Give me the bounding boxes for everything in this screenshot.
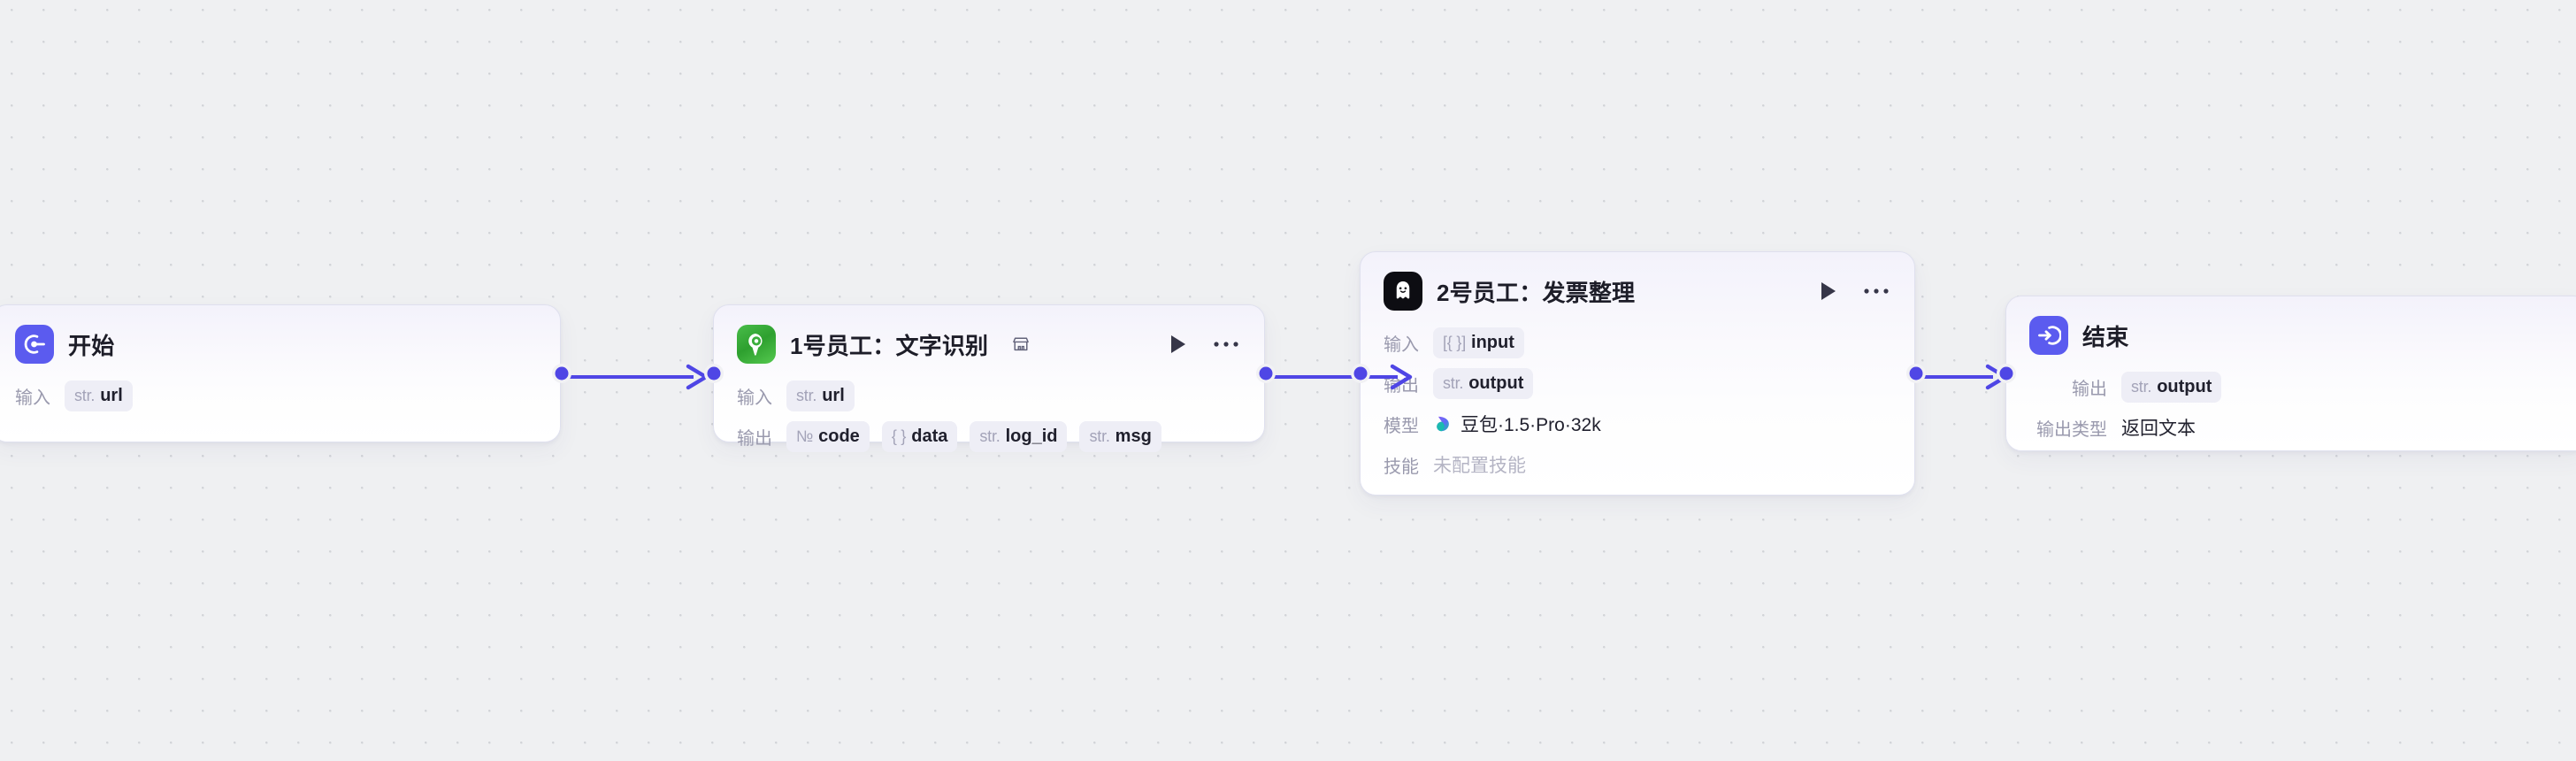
- row-output: 输出 № code { } data str. log_id: [737, 420, 1241, 452]
- pill-name: data: [911, 426, 948, 446]
- row-label: 输入: [737, 388, 772, 408]
- end-login-icon: [2029, 316, 2068, 355]
- row-output: 输出 str. output: [1384, 367, 1891, 399]
- node-body: 输出 str. output 输出类型 返回文本: [2029, 371, 2565, 443]
- row-skill: 技能 未配置技能: [1384, 449, 1891, 480]
- row-label: 输入: [15, 388, 50, 408]
- node-actions: [1817, 280, 1891, 303]
- edge-start-to-ocr: [564, 364, 709, 390]
- row-input: 输入 str. url: [737, 380, 1241, 411]
- pill-type: str.: [1089, 427, 1110, 445]
- node-ocr[interactable]: 1号员工：文字识别: [707, 304, 1273, 452]
- pill-name: url: [100, 385, 123, 405]
- pill-type: str.: [74, 386, 96, 404]
- node-header: 1号员工：文字识别: [737, 325, 1241, 364]
- input-port-ocr[interactable]: [707, 366, 721, 380]
- plugin-store-icon: [1011, 334, 1031, 354]
- skill-value[interactable]: 未配置技能: [1433, 456, 1526, 476]
- row-output: 输出 str. output: [2029, 371, 2565, 403]
- input-port-end[interactable]: [1999, 366, 2013, 380]
- row-label: 技能: [1384, 457, 1419, 477]
- node-start[interactable]: 开始 输入 str. url: [0, 304, 569, 442]
- pill-name: msg: [1115, 426, 1152, 446]
- row-label: 输出类型: [2036, 419, 2107, 440]
- pill-group: str. url: [65, 380, 133, 411]
- node-header: 结束: [2029, 316, 2565, 355]
- node-body: 输入 str. url: [15, 380, 537, 411]
- row-label: 输出: [1384, 375, 1419, 396]
- node-title: 开始: [68, 332, 115, 359]
- pill-type: str.: [796, 386, 817, 404]
- node-invoice[interactable]: 2号员工：发票整理 输入: [1353, 251, 1923, 496]
- variable-pill[interactable]: [{ }] input: [1433, 327, 1524, 358]
- pill-group: № code { } data str. log_id str. msg: [786, 420, 1162, 452]
- input-port-invoice[interactable]: [1353, 366, 1368, 380]
- pill-type: str.: [2131, 377, 2152, 396]
- row-label: 输出: [737, 428, 772, 449]
- pill-name: input: [1471, 332, 1514, 352]
- ghost-bot-icon: [1384, 272, 1422, 311]
- output-port-start[interactable]: [555, 366, 569, 380]
- output-port-ocr[interactable]: [1259, 366, 1273, 380]
- row-label: 模型: [1384, 416, 1419, 436]
- run-button[interactable]: [1167, 333, 1190, 356]
- variable-pill[interactable]: № code: [786, 420, 870, 452]
- model-name: 豆包·1.5·Pro·32k: [1460, 415, 1601, 435]
- pill-type: { }: [891, 427, 907, 445]
- node-actions: [1167, 333, 1241, 356]
- pill-type: [{ }]: [1443, 333, 1467, 351]
- pill-group: str. output: [2121, 371, 2222, 403]
- run-button[interactable]: [1817, 280, 1840, 303]
- pill-name: output: [1468, 373, 1524, 393]
- row-input: 输入 [{ }] input: [1384, 327, 1891, 358]
- pill-type: №: [796, 427, 814, 445]
- node-header: 开始: [15, 325, 537, 364]
- variable-pill[interactable]: { } data: [881, 420, 958, 452]
- pill-type: str.: [1443, 373, 1464, 392]
- model-value[interactable]: 豆包·1.5·Pro·32k: [1433, 411, 1601, 437]
- node-title: 结束: [2082, 323, 2129, 350]
- output-type-value[interactable]: 返回文本: [2121, 419, 2196, 439]
- pill-name: url: [822, 385, 845, 405]
- more-options-button[interactable]: [1863, 280, 1890, 303]
- doubao-model-icon: [1433, 414, 1453, 434]
- pill-name: output: [2157, 376, 2212, 396]
- node-title: 2号员工：发票整理: [1437, 279, 1636, 306]
- variable-pill[interactable]: str. url: [786, 380, 855, 411]
- start-logout-icon: [15, 325, 54, 364]
- variable-pill[interactable]: str. msg: [1079, 420, 1162, 452]
- pill-group: str. output: [1433, 367, 1534, 399]
- pill-group: [{ }] input: [1433, 327, 1524, 358]
- node-body: 输入 str. url 输出 № code { }: [737, 380, 1241, 452]
- row-label: 输入: [1384, 334, 1419, 355]
- variable-pill[interactable]: str. output: [2121, 371, 2222, 403]
- pill-group: str. url: [786, 380, 855, 411]
- row-model: 模型: [1384, 408, 1891, 440]
- output-port-invoice[interactable]: [1909, 366, 1923, 380]
- row-output-type: 输出类型 返回文本: [2029, 411, 2565, 443]
- node-title: 1号员工：文字识别: [790, 332, 989, 359]
- variable-pill[interactable]: str. log_id: [970, 420, 1068, 452]
- pill-name: log_id: [1005, 426, 1058, 446]
- location-pin-icon: [737, 325, 776, 364]
- row-label: 输出: [2072, 379, 2107, 399]
- node-header: 2号员工：发票整理: [1384, 272, 1891, 311]
- node-end[interactable]: 结束 输出 str. output 输出类型 返回文本: [1999, 296, 2576, 451]
- row-input: 输入 str. url: [15, 380, 537, 411]
- variable-pill[interactable]: str. url: [65, 380, 133, 411]
- node-body: 输入 [{ }] input 输出 str. output: [1384, 327, 1891, 480]
- variable-pill[interactable]: str. output: [1433, 367, 1534, 399]
- pill-name: code: [818, 426, 860, 446]
- pill-type: str.: [979, 427, 1000, 445]
- more-options-button[interactable]: [1213, 333, 1239, 356]
